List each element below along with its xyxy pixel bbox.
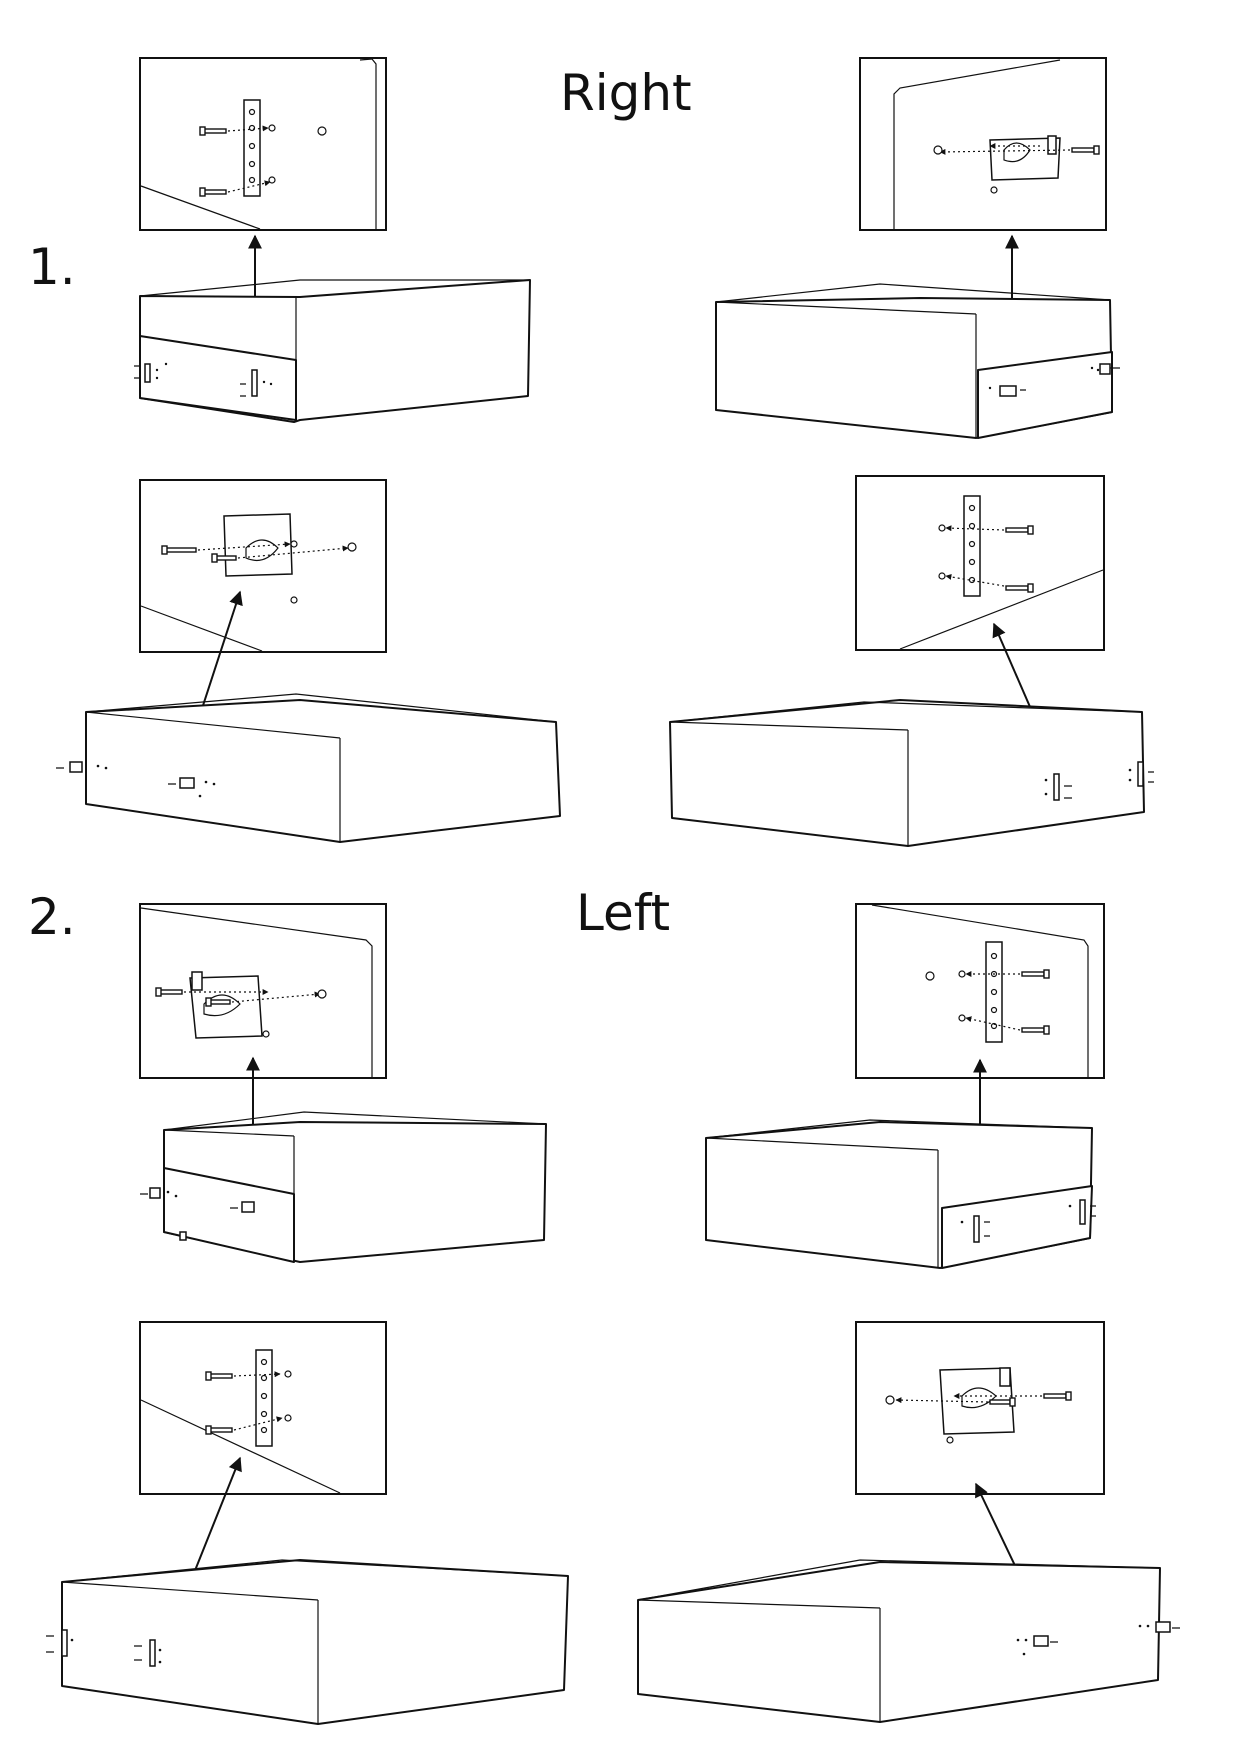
sofa-module-1 — [134, 279, 531, 423]
sofa-module-8 — [637, 1559, 1180, 1723]
screw-icon — [1071, 145, 1100, 155]
detail-inset-1 — [139, 57, 387, 231]
sofa-module-5 — [140, 1111, 547, 1263]
screw-icon — [199, 126, 227, 197]
hook-bracket-icon — [223, 513, 293, 577]
sofa-module-3 — [56, 693, 561, 843]
screw-icon — [1005, 525, 1034, 593]
sofa-module-7 — [46, 1559, 569, 1725]
sofa-module-4 — [669, 699, 1154, 847]
strip-bracket-icon — [255, 1349, 273, 1447]
screw-icon — [161, 545, 237, 563]
detail-inset-4 — [855, 475, 1105, 651]
section-title-right: Right — [560, 64, 692, 122]
detail-inset-3 — [139, 479, 387, 653]
screw-icon — [1021, 969, 1050, 1035]
detail-inset-7 — [139, 1321, 387, 1495]
hook-bracket-icon — [189, 971, 263, 1039]
screw-icon — [155, 987, 231, 1007]
strip-bracket-icon — [985, 941, 1003, 1043]
detail-inset-8 — [855, 1321, 1105, 1495]
screw-icon — [205, 1371, 233, 1435]
detail-inset-5 — [139, 903, 387, 1079]
detail-inset-2 — [859, 57, 1107, 231]
screw-icon — [989, 1391, 1072, 1407]
step-1-label: 1. — [28, 238, 76, 296]
step-2-label: 2. — [28, 888, 76, 946]
hook-bracket-icon — [989, 135, 1061, 181]
sofa-module-6 — [705, 1119, 1096, 1269]
sofa-module-2 — [715, 283, 1120, 439]
hook-bracket-icon — [939, 1367, 1015, 1435]
section-title-left: Left — [576, 884, 671, 942]
strip-bracket-icon — [243, 99, 261, 197]
detail-inset-6 — [855, 903, 1105, 1079]
